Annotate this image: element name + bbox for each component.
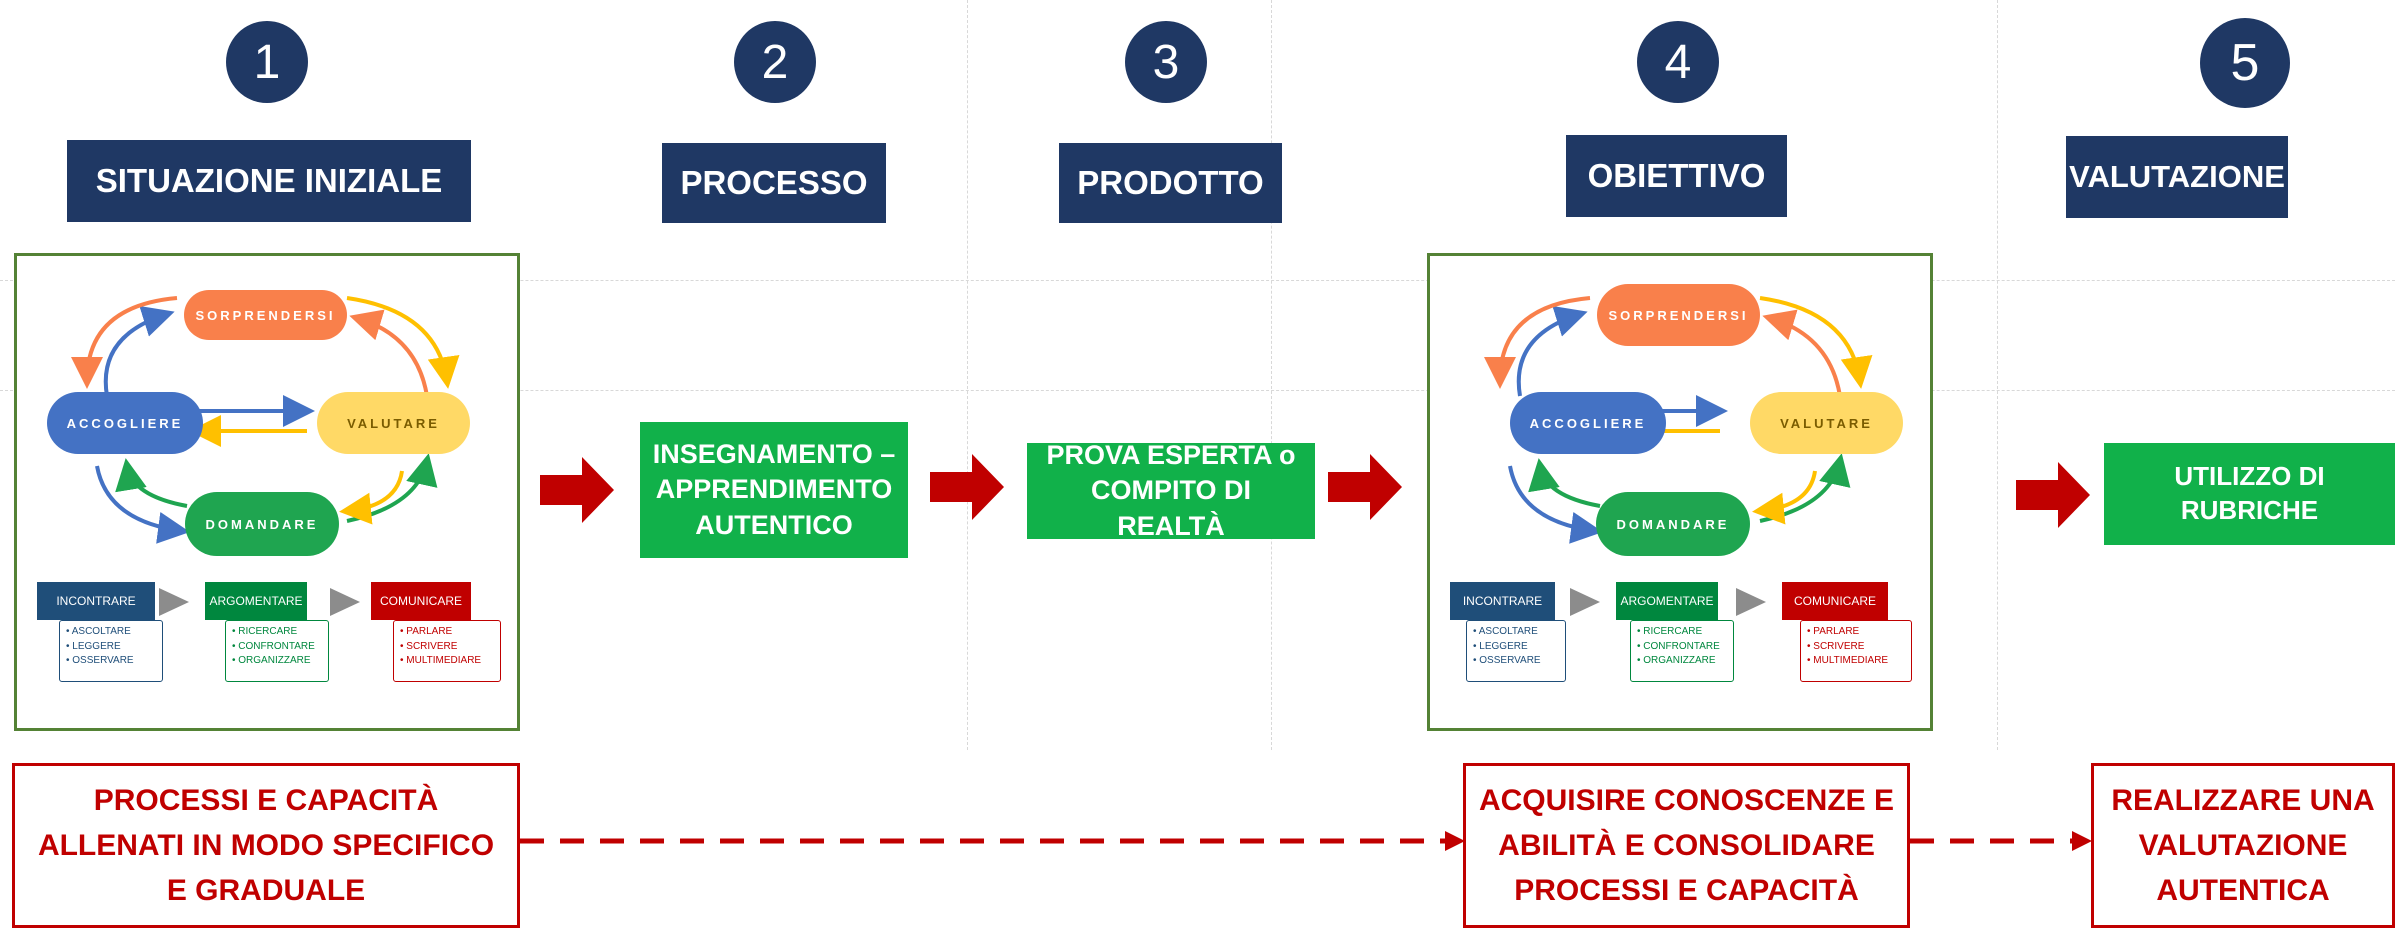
list-item: MULTIMEDIARE xyxy=(400,654,494,669)
cycle-node-sorprendersi: SORPRENDERSI xyxy=(1597,284,1760,346)
list-item: SCRIVERE xyxy=(400,640,494,655)
category-comunicare: COMUNICARE xyxy=(1782,582,1888,620)
red-arrow-icon xyxy=(1328,454,1402,520)
category-items-argomentare: RICERCARE CONFRONTARE ORGANIZZARE xyxy=(225,620,329,682)
red-arrow-icon xyxy=(930,454,1004,520)
step-title-situazione-iniziale: SITUAZIONE INIZIALE xyxy=(67,140,471,222)
list-item: CONFRONTARE xyxy=(1637,640,1727,655)
category-items-incontrare: ASCOLTARE LEGGERE OSSERVARE xyxy=(59,620,163,682)
list-item: RICERCARE xyxy=(1637,625,1727,640)
list-item: CONFRONTARE xyxy=(232,640,322,655)
grey-arrow-icon xyxy=(1570,588,1600,616)
cycle-node-valutare: VALUTARE xyxy=(317,392,470,454)
cycle-node-sorprendersi: SORPRENDERSI xyxy=(184,290,347,340)
grey-arrow-icon xyxy=(1736,588,1766,616)
list-item: PARLARE xyxy=(400,625,494,640)
category-comunicare: COMUNICARE xyxy=(371,582,471,620)
list-item: OSSERVARE xyxy=(1473,654,1559,669)
list-item: LEGGERE xyxy=(1473,640,1559,655)
list-item: SCRIVERE xyxy=(1807,640,1905,655)
dashed-connector-arrow xyxy=(520,831,1465,851)
process-box: INSEGNAMENTO – APPRENDIMENTO AUTENTICO xyxy=(640,422,908,558)
outcome-box-middle: ACQUISIRE CONOSCENZE E ABILITÀ E CONSOLI… xyxy=(1463,763,1910,928)
list-item: RICERCARE xyxy=(232,625,322,640)
category-incontrare: INCONTRARE xyxy=(37,582,155,620)
cycle-node-domandare: DOMANDARE xyxy=(1596,492,1750,556)
step-title-prodotto: PRODOTTO xyxy=(1059,143,1282,223)
step-number-4: 4 xyxy=(1637,21,1719,103)
cycle-node-valutare: VALUTARE xyxy=(1750,392,1903,454)
category-items-argomentare: RICERCARE CONFRONTARE ORGANIZZARE xyxy=(1630,620,1734,682)
guide-line xyxy=(0,390,2395,391)
cycle-diagram-objective: SORPRENDERSI ACCOGLIERE VALUTARE DOMANDA… xyxy=(1427,253,1933,731)
outcome-box-left: PROCESSI E CAPACITÀ ALLENATI IN MODO SPE… xyxy=(12,763,520,928)
list-item: ORGANIZZARE xyxy=(1637,654,1727,669)
evaluation-box: UTILIZZO DI RUBRICHE xyxy=(2104,443,2395,545)
red-arrow-icon xyxy=(540,457,614,523)
list-item: PARLARE xyxy=(1807,625,1905,640)
category-items-incontrare: ASCOLTARE LEGGERE OSSERVARE xyxy=(1466,620,1566,682)
grey-arrow-icon xyxy=(330,588,360,616)
guide-line xyxy=(0,280,2395,281)
step-title-obiettivo: OBIETTIVO xyxy=(1566,135,1787,217)
cycle-node-domandare: DOMANDARE xyxy=(185,492,339,556)
step-number-3: 3 xyxy=(1125,21,1207,103)
list-item: LEGGERE xyxy=(66,640,156,655)
list-item: ASCOLTARE xyxy=(66,625,156,640)
outcome-box-right: REALIZZARE UNA VALUTAZIONE AUTENTICA xyxy=(2091,763,2395,928)
list-item: OSSERVARE xyxy=(66,654,156,669)
cycle-node-accogliere: ACCOGLIERE xyxy=(47,392,203,454)
step-number-5: 5 xyxy=(2200,18,2290,108)
step-number-1: 1 xyxy=(226,21,308,103)
list-item: MULTIMEDIARE xyxy=(1807,654,1905,669)
guide-line xyxy=(967,0,968,750)
category-incontrare: INCONTRARE xyxy=(1450,582,1555,620)
category-argomentare: ARGOMENTARE xyxy=(1616,582,1718,620)
category-items-comunicare: PARLARE SCRIVERE MULTIMEDIARE xyxy=(1800,620,1912,682)
red-arrow-icon xyxy=(2016,462,2090,528)
category-argomentare: ARGOMENTARE xyxy=(205,582,307,620)
step-title-processo: PROCESSO xyxy=(662,143,886,223)
list-item: ASCOLTARE xyxy=(1473,625,1559,640)
category-items-comunicare: PARLARE SCRIVERE MULTIMEDIARE xyxy=(393,620,501,682)
product-box: PROVA ESPERTA o COMPITO DI REALTÀ xyxy=(1027,440,1315,541)
step-number-2: 2 xyxy=(734,21,816,103)
grey-arrow-icon xyxy=(159,588,189,616)
guide-line xyxy=(1271,0,1272,750)
dashed-connector-arrow xyxy=(1910,831,2092,851)
step-title-valutazione: VALUTAZIONE xyxy=(2066,136,2288,218)
guide-line xyxy=(1997,0,1998,750)
cycle-arrows xyxy=(71,296,460,544)
cycle-node-accogliere: ACCOGLIERE xyxy=(1510,392,1666,454)
list-item: ORGANIZZARE xyxy=(232,654,322,669)
cycle-diagram-initial: SORPRENDERSI ACCOGLIERE VALUTARE DOMANDA… xyxy=(14,253,520,731)
